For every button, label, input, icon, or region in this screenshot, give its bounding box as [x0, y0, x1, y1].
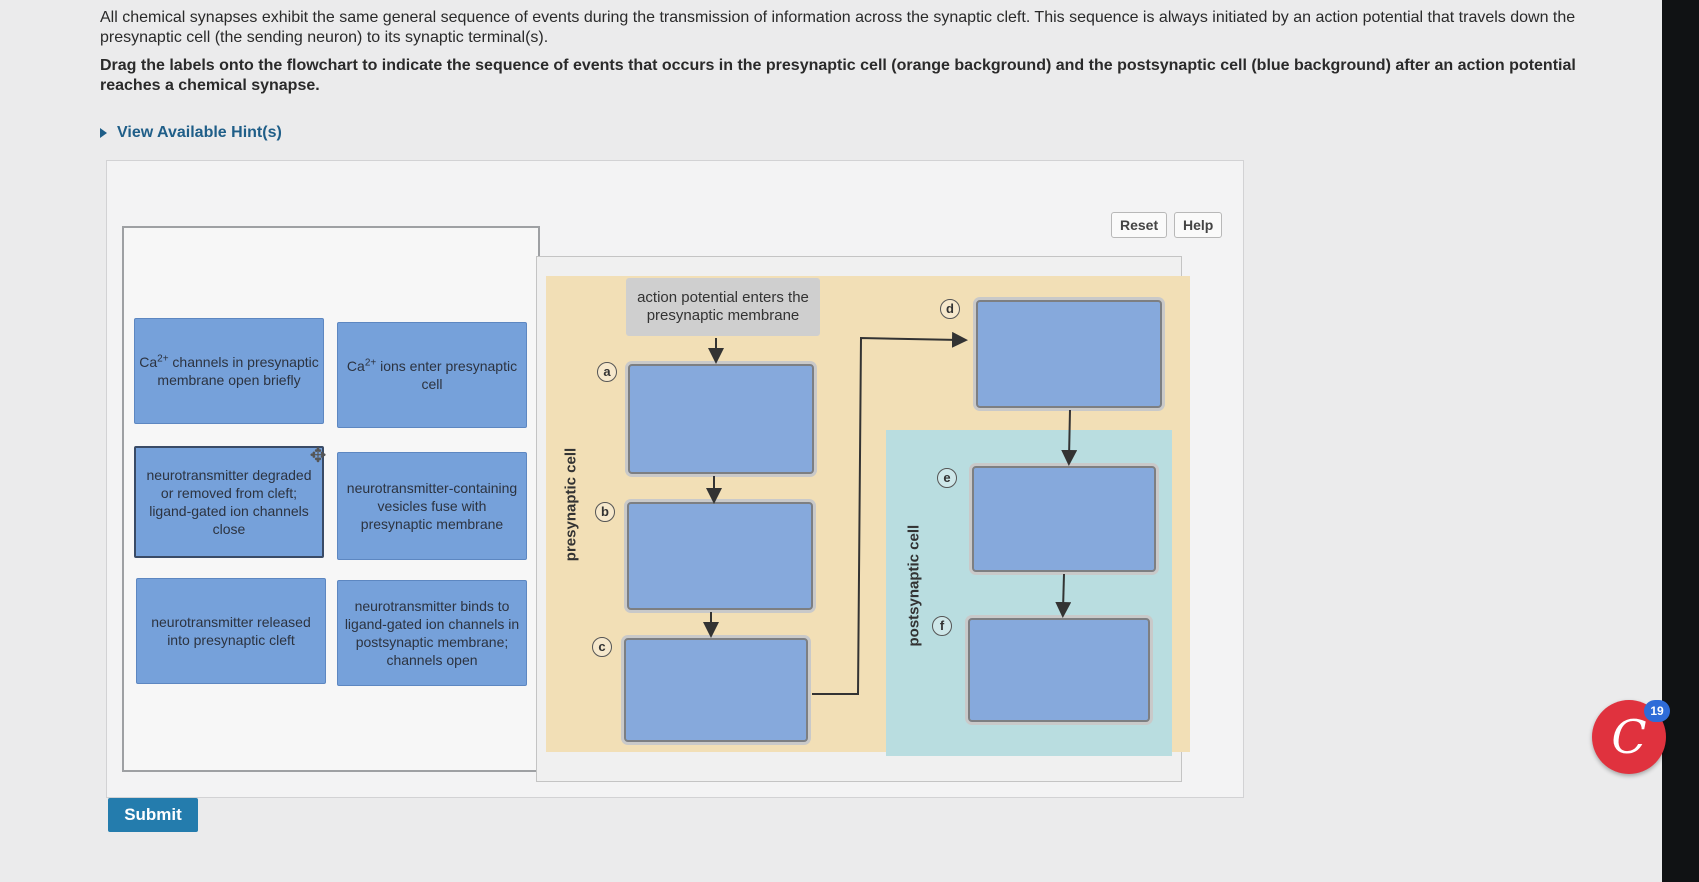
- reset-button[interactable]: Reset: [1111, 212, 1168, 238]
- notification-count-badge: 19: [1644, 700, 1670, 722]
- label-text: neurotransmitter degraded or removed fro…: [146, 467, 312, 537]
- drop-target-e[interactable]: [972, 466, 1156, 572]
- marker-d: d: [940, 299, 960, 319]
- label-ca-channels-open[interactable]: Ca2+ channels in presynaptic membrane op…: [134, 318, 324, 424]
- start-box: action potential enters the presynaptic …: [626, 278, 820, 336]
- label-text: neurotransmitter-containing vesicles fus…: [346, 480, 518, 532]
- label-text: neurotransmitter binds to ligand-gated i…: [344, 598, 520, 668]
- drop-target-d[interactable]: [976, 300, 1162, 408]
- submit-button[interactable]: Submit: [108, 798, 198, 832]
- marker-e: e: [937, 468, 957, 488]
- view-hints-link[interactable]: View Available Hint(s): [100, 124, 282, 142]
- label-neurotransmitter-degraded[interactable]: neurotransmitter degraded or removed fro…: [134, 446, 324, 558]
- label-vesicles-fuse[interactable]: neurotransmitter-containing vesicles fus…: [337, 452, 527, 560]
- arrow-d-to-e: [1061, 409, 1078, 466]
- help-button[interactable]: Help: [1174, 212, 1223, 238]
- label-text: Ca2+ ions enter presynaptic cell: [346, 357, 518, 392]
- marker-c: c: [592, 637, 612, 657]
- label-text: neurotransmitter released into presynapt…: [151, 614, 311, 648]
- chegg-c-icon: C: [1611, 710, 1647, 764]
- arrow-c-to-d: [812, 331, 968, 695]
- drop-target-c[interactable]: [624, 638, 808, 742]
- instruction-text: Drag the labels onto the flowchart to in…: [100, 57, 1576, 94]
- hint-label: View Available Hint(s): [117, 124, 282, 141]
- intro-text: All chemical synapses exhibit the same g…: [100, 8, 1640, 104]
- move-cursor-icon: ✥: [309, 445, 327, 467]
- marker-f: f: [932, 616, 952, 636]
- drop-target-a[interactable]: [628, 364, 814, 474]
- label-ca-ions-enter[interactable]: Ca2+ ions enter presynaptic cell: [337, 322, 527, 428]
- label-neurotransmitter-binds[interactable]: neurotransmitter binds to ligand-gated i…: [337, 580, 527, 686]
- intro-paragraph: All chemical synapses exhibit the same g…: [100, 9, 1576, 46]
- marker-a: a: [597, 362, 617, 382]
- chegg-assistant-button[interactable]: C: [1592, 700, 1666, 774]
- screen-edge: [1662, 0, 1699, 882]
- label-neurotransmitter-released[interactable]: neurotransmitter released into presynapt…: [136, 578, 326, 684]
- expand-triangle-icon: [100, 128, 107, 138]
- arrow-e-to-f: [1055, 573, 1072, 618]
- label-text: Ca2+ channels in presynaptic membrane op…: [139, 353, 319, 388]
- drop-target-f[interactable]: [968, 618, 1150, 722]
- marker-b: b: [595, 502, 615, 522]
